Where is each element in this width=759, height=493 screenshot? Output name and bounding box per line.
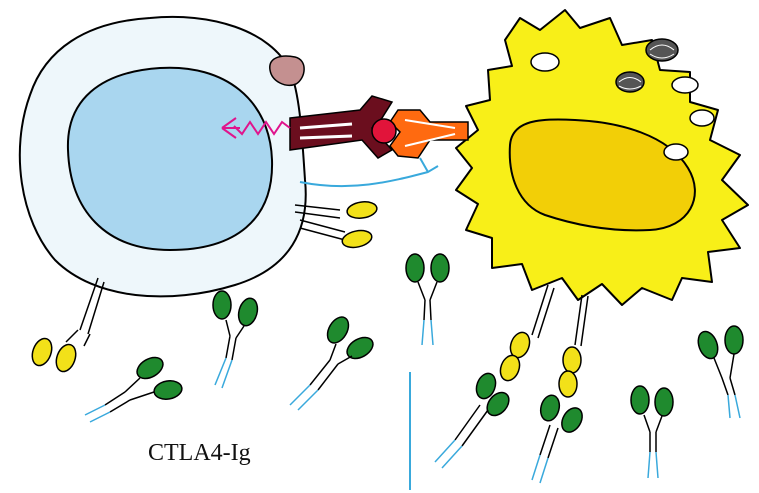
apc-vesicle	[690, 110, 714, 126]
b7-ligand-icon	[532, 295, 588, 483]
tcr-mhc-complex-icon	[290, 96, 468, 158]
t-cell-icon	[20, 17, 306, 297]
antigen-peptide-icon	[372, 119, 396, 143]
ctla4-ig-label: CTLA4-Ig	[148, 440, 251, 467]
cd28-receptor-icon	[29, 278, 104, 374]
ctla4-ig-molecule-icon	[290, 313, 377, 410]
ctla4-ig-molecule-icon	[695, 326, 743, 418]
t-cell-nucleus	[68, 68, 272, 250]
cell-contact-line	[300, 158, 438, 186]
apc-vesicle	[672, 77, 698, 93]
ctla4-ig-molecule-icon	[85, 353, 183, 422]
cd28-receptor-icon	[295, 200, 378, 250]
apc-vesicle	[664, 144, 688, 160]
apc-vesicle	[531, 53, 559, 71]
b7-ligand-icon	[435, 285, 554, 468]
antigen-presenting-cell-icon	[456, 10, 748, 305]
ctla4-ig-molecule-icon	[406, 254, 449, 345]
ctla4-ig-molecule-icon	[213, 291, 260, 388]
ctla4-ig-molecule-icon	[631, 386, 673, 478]
mhc-icon	[390, 110, 468, 158]
